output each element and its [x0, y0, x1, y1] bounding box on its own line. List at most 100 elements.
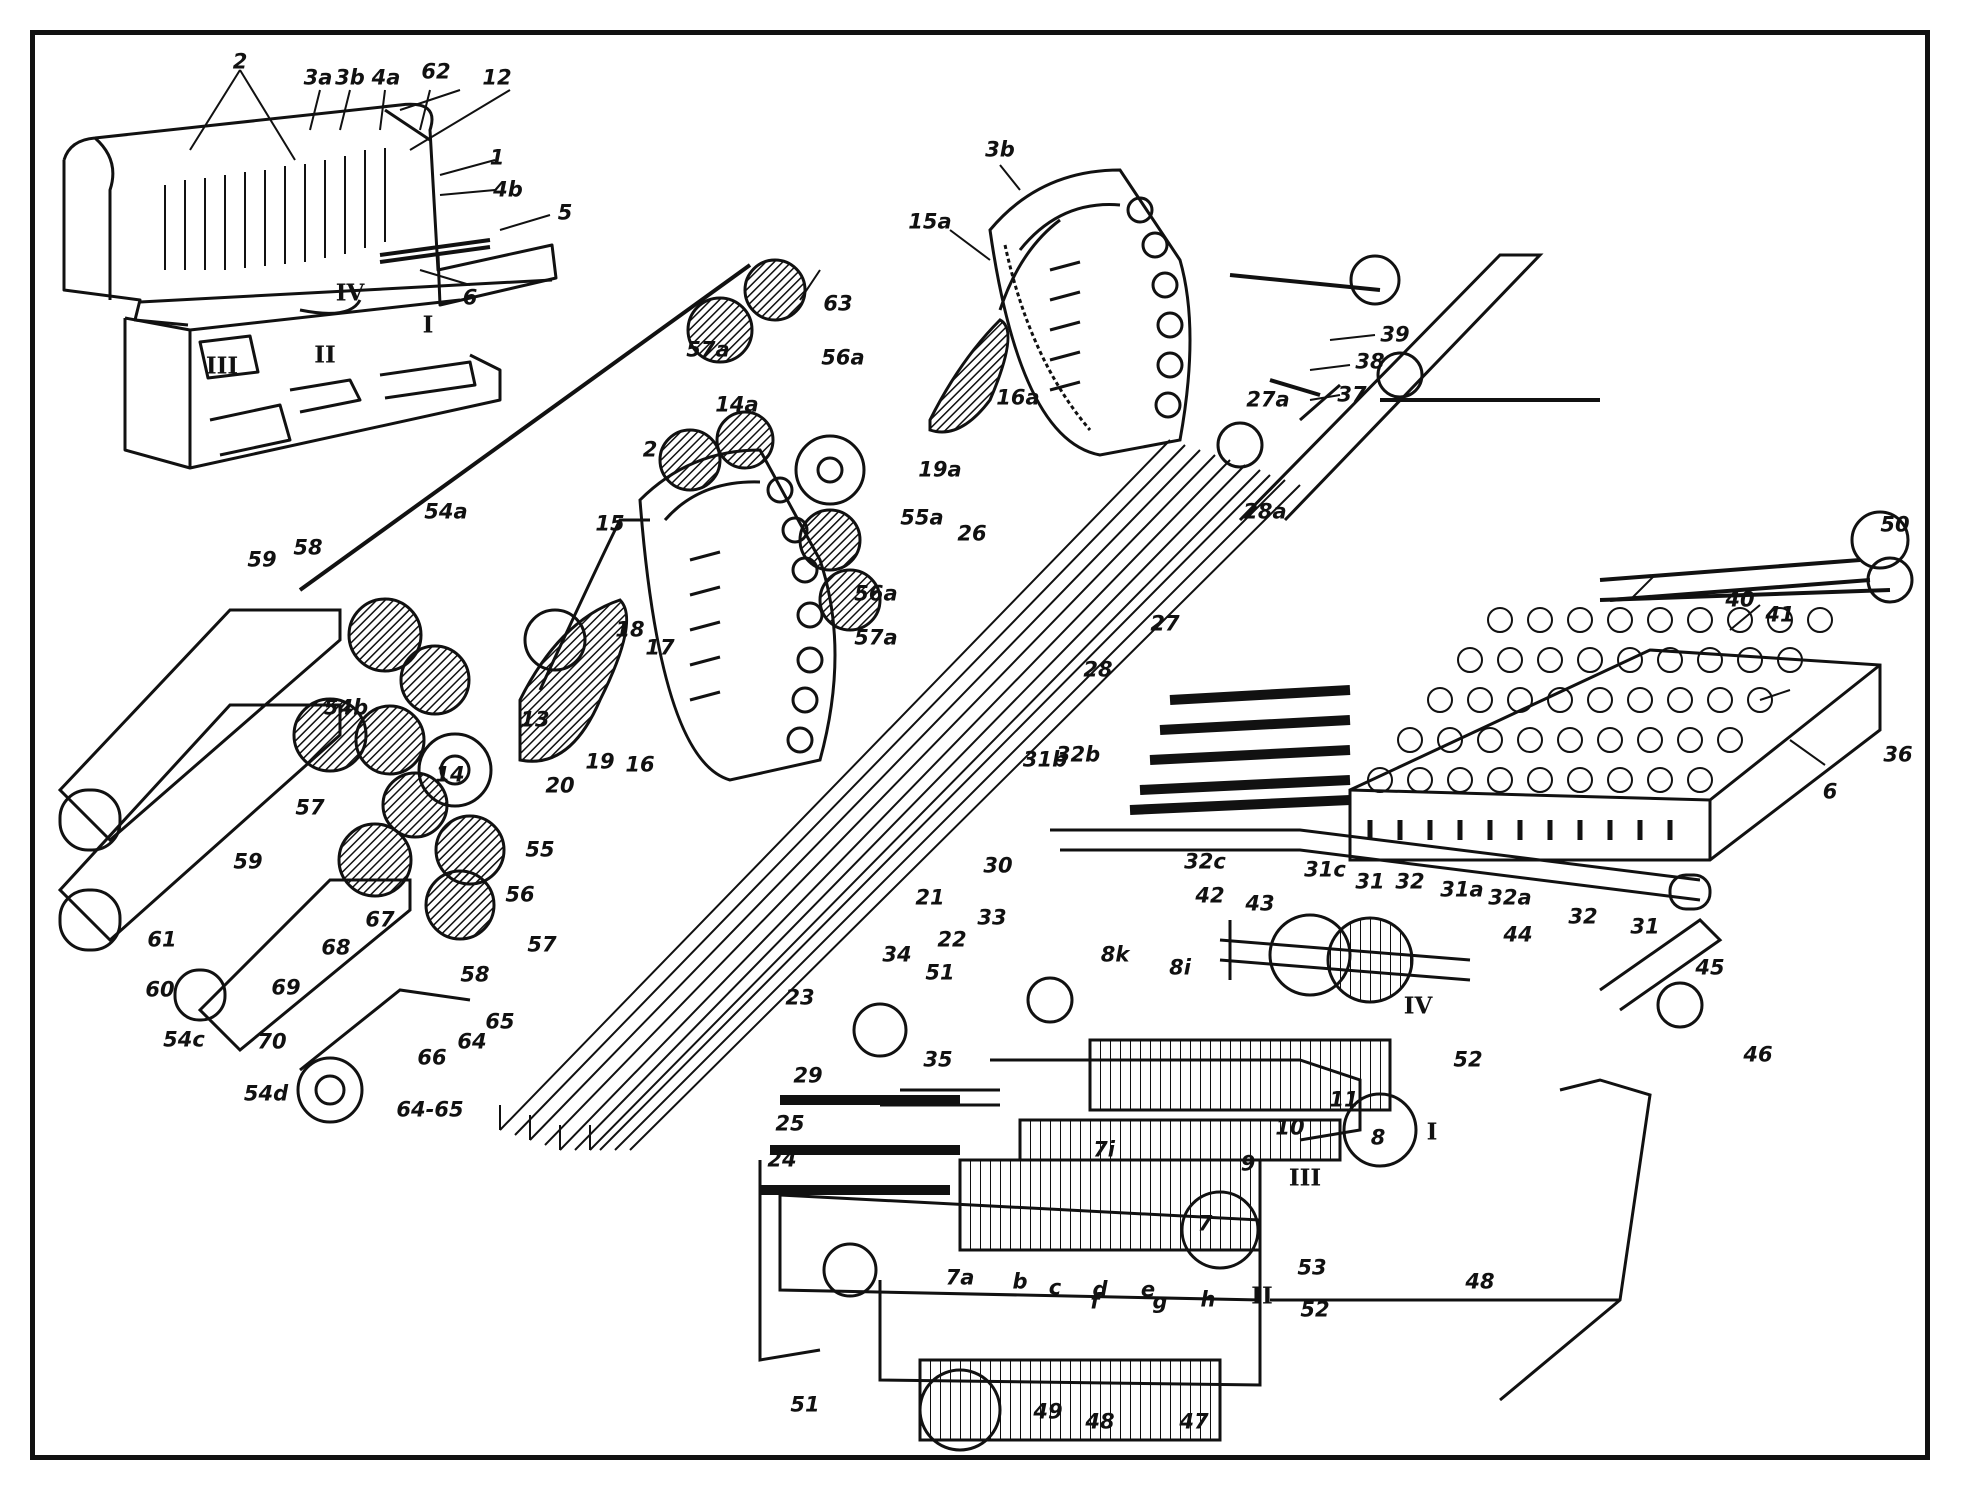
- callout-label-b28a: 28a: [1243, 499, 1287, 524]
- callout-label-b41: 41: [1765, 602, 1795, 627]
- callout-label-b51b: 51: [790, 1392, 820, 1417]
- callout-label-b22: 22: [937, 927, 967, 952]
- callout-label-b63: 63: [823, 291, 853, 316]
- callout-label-b48b: 48: [1085, 1409, 1115, 1434]
- callout-label-b46: 46: [1743, 1042, 1773, 1067]
- callout-label-bd: d: [1092, 1277, 1108, 1302]
- callout-label-bIV: IV: [1403, 992, 1433, 1020]
- callout-label-b18: 18: [615, 617, 645, 642]
- callout-label-b6: 6: [1822, 779, 1838, 804]
- register-inset: [62, 102, 558, 470]
- callout-label-a4b: 4b: [493, 177, 523, 202]
- callout-label-b23: 23: [785, 985, 815, 1010]
- callout-label-b38: 38: [1355, 349, 1385, 374]
- callout-label-b66: 66: [417, 1045, 447, 1070]
- upper-dial-sector: [988, 168, 1192, 457]
- callout-label-b54b: 54b: [323, 695, 369, 720]
- callout-label-b55a: 55a: [900, 505, 944, 530]
- callout-label-b37: 37: [1337, 382, 1367, 407]
- callout-label-b44: 44: [1503, 922, 1533, 947]
- callout-label-b10: 10: [1275, 1115, 1305, 1140]
- callout-label-b54a: 54a: [424, 499, 468, 524]
- callout-label-b43: 43: [1245, 891, 1275, 916]
- callout-label-b3b: 3b: [985, 137, 1015, 162]
- callout-label-b32r: 32: [1568, 904, 1598, 929]
- callout-label-b45: 45: [1695, 955, 1725, 980]
- callout-label-b64: 64: [457, 1029, 487, 1054]
- callout-label-b65: 65: [485, 1009, 515, 1034]
- callout-label-b67: 67: [365, 907, 395, 932]
- callout-label-b15: 15: [595, 511, 625, 536]
- callout-label-bc: c: [1048, 1275, 1062, 1300]
- callout-label-a1: 1: [489, 145, 505, 170]
- callout-label-b31b: 31b: [1022, 747, 1068, 772]
- register-key-columns: [164, 148, 491, 270]
- callout-label-b7: 7: [1197, 1211, 1213, 1236]
- upper-lever-19a: [928, 318, 1010, 434]
- callout-label-b50: 50: [1880, 512, 1910, 537]
- callout-label-b8k: 8k: [1100, 942, 1130, 967]
- callout-label-b31: 31: [1355, 869, 1385, 894]
- toothed-racks: [1026, 253, 1723, 1029]
- callout-label-b14a: 14a: [715, 392, 759, 417]
- callout-label-b19: 19: [585, 749, 615, 774]
- callout-label-b40: 40: [1725, 587, 1755, 612]
- callout-label-b54c: 54c: [163, 1027, 205, 1052]
- callout-label-b14: 14: [435, 762, 465, 787]
- callout-label-b60: 60: [145, 977, 175, 1002]
- callout-label-b19a: 19a: [918, 457, 962, 482]
- leader-lines: [189, 69, 1826, 766]
- callout-label-b61: 61: [147, 927, 177, 952]
- callout-label-bI: I: [1426, 1118, 1438, 1146]
- callout-label-b56: 56: [505, 882, 535, 907]
- callout-label-b57: 57: [527, 932, 557, 957]
- callout-label-bb: b: [1012, 1269, 1028, 1294]
- callout-label-b70: 70: [257, 1029, 287, 1054]
- callout-label-b56a2: 56a: [854, 581, 898, 606]
- callout-label-b36: 36: [1883, 742, 1913, 767]
- callout-label-b58: 58: [293, 535, 323, 560]
- callout-label-b13: 13: [520, 707, 550, 732]
- callout-label-a5: 5: [557, 200, 573, 225]
- callout-label-b24: 24: [767, 1147, 797, 1172]
- callout-label-b16a: 16a: [996, 385, 1040, 410]
- callout-label-be: e: [1140, 1277, 1156, 1302]
- callout-label-b26: 26: [957, 521, 987, 546]
- callout-label-b32c: 32c: [1184, 849, 1226, 874]
- callout-label-b9: 9: [1240, 1151, 1256, 1176]
- callout-label-b39: 39: [1380, 322, 1410, 347]
- callout-label-b2: 2: [642, 437, 658, 462]
- callout-label-b42: 42: [1195, 883, 1225, 908]
- callout-label-b35: 35: [923, 1047, 953, 1072]
- base-plate: [758, 1078, 1652, 1452]
- callout-label-b56a1: 56a: [821, 345, 865, 370]
- callout-label-a3a: 3a: [303, 65, 333, 90]
- callout-label-b32a: 32a: [1488, 885, 1532, 910]
- callout-label-aIV: IV: [335, 279, 365, 307]
- callout-label-b68: 68: [321, 935, 351, 960]
- callout-label-a2a: 2: [232, 49, 248, 74]
- callout-label-b28: 28: [1083, 657, 1113, 682]
- callout-label-b52b: 52: [1300, 1297, 1330, 1322]
- callout-label-bIII: III: [1288, 1164, 1322, 1192]
- callout-label-b15a: 15a: [908, 209, 952, 234]
- callout-label-b55: 55: [525, 837, 555, 862]
- callout-label-b51: 51: [925, 960, 955, 985]
- callout-label-b32b: 32b: [1055, 742, 1101, 767]
- callout-label-aII: II: [314, 341, 336, 369]
- callout-label-a3b: 3b: [335, 65, 365, 90]
- callout-label-b32: 32: [1395, 869, 1425, 894]
- print-drums: [57, 608, 471, 1124]
- callout-label-a12: 12: [482, 65, 512, 90]
- callout-label-b27a: 27a: [1246, 387, 1290, 412]
- slide-plates: [499, 439, 1301, 1151]
- callout-label-b16: 16: [625, 752, 655, 777]
- callout-label-b31a: 31a: [1440, 877, 1484, 902]
- middle-lever-19: [518, 598, 629, 763]
- callout-label-aIII: III: [205, 352, 239, 380]
- callout-label-b31r: 31: [1630, 914, 1660, 939]
- callout-label-b59b: 59: [233, 849, 263, 874]
- callout-label-b8i: 8i: [1169, 955, 1191, 980]
